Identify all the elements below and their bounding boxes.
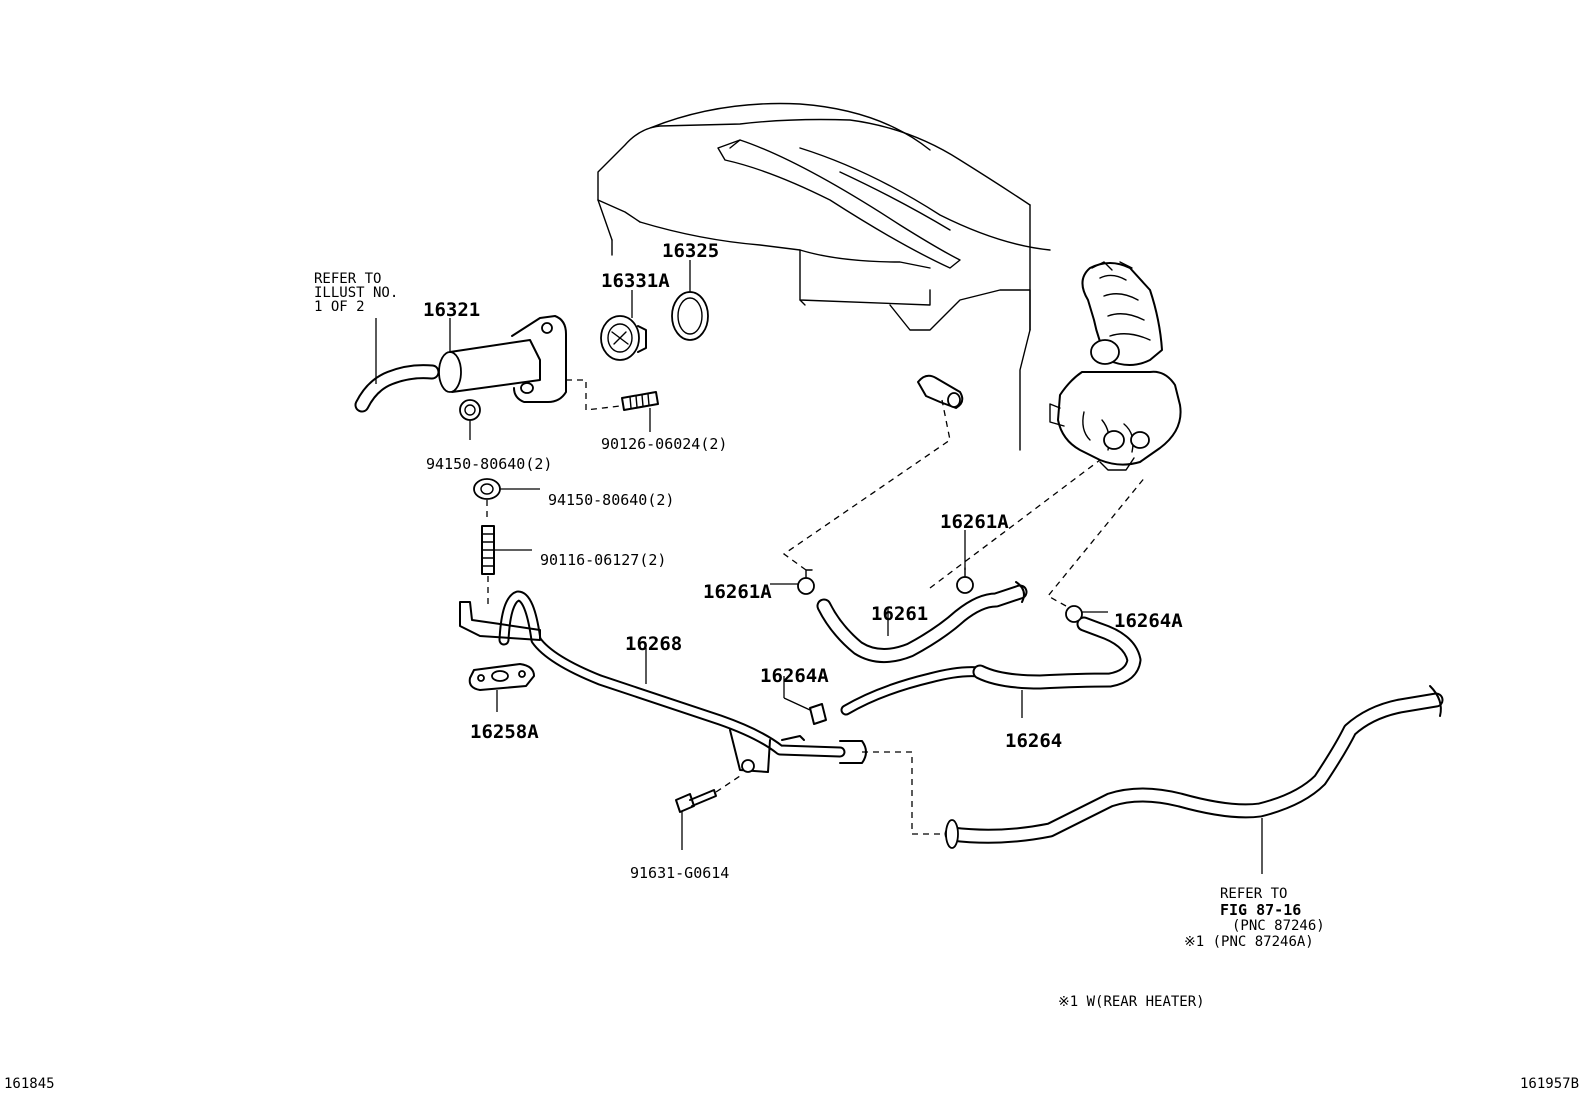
reference-note-illust: REFER TO ILLUST NO. 1 OF 2 [314, 271, 398, 315]
label-16264A-left: 16264A [760, 665, 829, 687]
clamp-16264A-left [783, 676, 827, 725]
label-90126-06024: 90126-06024(2) [601, 435, 727, 453]
water-pipe-16268 [459, 590, 946, 835]
gasket-16325 [671, 260, 709, 341]
label-16264: 16264 [1005, 730, 1062, 752]
label-90116-06127: 90116-06127(2) [540, 551, 666, 569]
nut-94150-top [459, 399, 481, 440]
label-16264A-right: 16264A [1114, 610, 1183, 632]
label-91631-G0614: 91631-G0614 [630, 864, 729, 882]
hose-16264 [840, 616, 1142, 718]
clamp-16264A-right [1047, 475, 1147, 623]
water-outlet-housing [1049, 261, 1182, 471]
refer-illust-line1: REFER TO [314, 271, 381, 287]
refer-illust-line2: ILLUST NO. [314, 285, 398, 301]
stud-90116 [481, 525, 532, 606]
label-16261A-top: 16261A [940, 511, 1009, 533]
illustration-id-right: 161957B [1520, 1076, 1579, 1092]
hose-16261 [816, 581, 1028, 663]
refer-fig-line1: REFER TO [1220, 886, 1287, 902]
engine-outline [597, 102, 1051, 451]
label-16321: 16321 [423, 299, 480, 321]
label-16325: 16325 [662, 240, 719, 262]
label-16258A: 16258A [470, 721, 539, 743]
clamp-16261A-top [929, 459, 1101, 594]
label-16331A: 16331A [601, 270, 670, 292]
refer-fig-line4: ※1 (PNC 87246A) [1184, 934, 1314, 950]
thermostat-16331A [600, 290, 647, 361]
water-inlet-16321 [438, 315, 621, 420]
label-16268: 16268 [625, 633, 682, 655]
footnote-rear-heater: ※1 W(REAR HEATER) [1058, 994, 1205, 1010]
engine-fitting [917, 374, 964, 409]
label-16261A-left: 16261A [703, 581, 772, 603]
gasket-16258A [468, 663, 535, 712]
reference-note-fig: REFER TO FIG 87-16 (PNC 87246) ※1 (PNC 8… [1184, 886, 1325, 950]
refer-fig-line2: FIG 87-16 [1220, 901, 1301, 919]
upper-hose-left [354, 318, 440, 413]
illustration-id-left: 161845 [4, 1076, 55, 1092]
nut-94150-middle [473, 478, 540, 522]
label-16261: 16261 [871, 603, 928, 625]
label-94150-80640-top: 94150-80640(2) [426, 455, 552, 473]
label-94150-80640-middle: 94150-80640(2) [548, 491, 674, 509]
refer-illust-line3: 1 OF 2 [314, 299, 365, 315]
stud-90126 [621, 391, 659, 432]
bolt-91631 [675, 775, 741, 850]
refer-fig-line3: (PNC 87246) [1232, 918, 1325, 934]
clamp-16261A-left [770, 399, 951, 595]
heater-hose [944, 685, 1444, 874]
